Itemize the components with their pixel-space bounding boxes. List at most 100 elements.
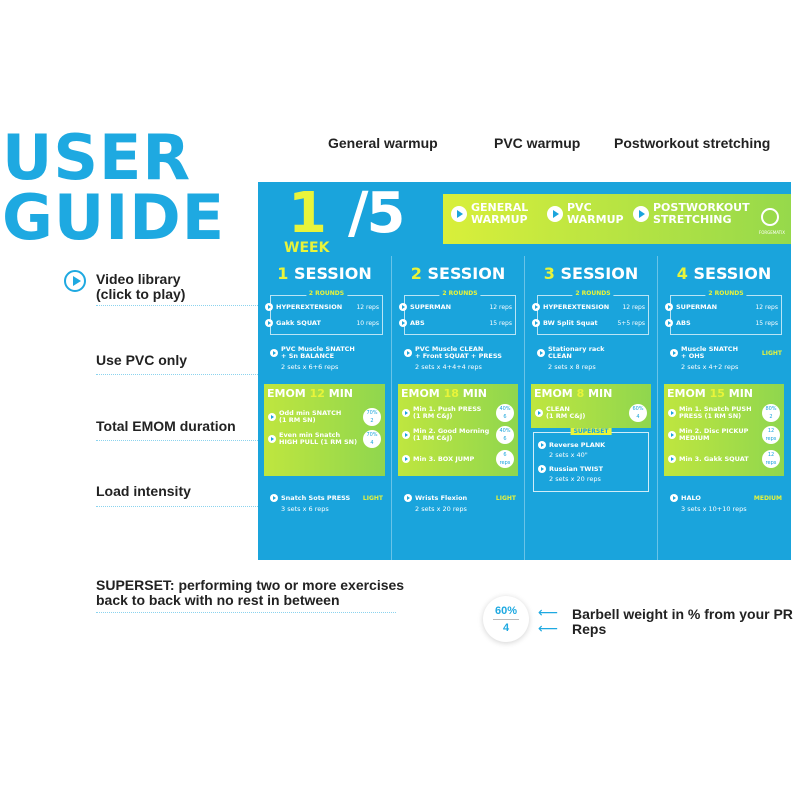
exercise-reps: 12 reps xyxy=(755,303,778,311)
exercise-name: SUPERMAN xyxy=(676,303,718,311)
emom-exercise[interactable]: CLEAN (1 RM C&J)60%4 xyxy=(535,404,647,422)
intensity-badge: 40%6 xyxy=(496,404,514,422)
play-icon[interactable] xyxy=(633,206,649,222)
exercise-name: SUPERMAN xyxy=(410,303,452,311)
play-icon[interactable] xyxy=(265,303,273,311)
exercise-name: Even min Snatch HIGH PULL (1 RM SN) xyxy=(279,431,358,446)
play-icon[interactable] xyxy=(404,494,412,502)
play-icon[interactable] xyxy=(538,465,546,473)
play-icon[interactable] xyxy=(532,303,540,311)
legend-percent: 60% xyxy=(494,605,518,617)
play-icon[interactable] xyxy=(404,349,412,357)
superset-exercise[interactable]: Russian TWIST 2 sets x 20 reps xyxy=(538,465,644,483)
play-icon[interactable] xyxy=(537,349,545,357)
play-icon[interactable] xyxy=(668,409,676,417)
emom-exercise[interactable]: Odd min SNATCH (1 RM SN)70%2 xyxy=(268,408,381,426)
total-emom-label: Total EMOM duration xyxy=(96,418,236,434)
pvc-warmup-text: PVC WARMUP xyxy=(567,201,624,226)
exercise-reps: 15 reps xyxy=(489,319,512,327)
session-title: 1 SESSION xyxy=(277,264,372,283)
intensity-badge: 70%4 xyxy=(363,430,381,448)
play-icon[interactable] xyxy=(270,494,278,502)
emom-exercise[interactable]: Min 2. Good Morning (1 RM C&J)40%6 xyxy=(402,426,514,444)
exercise-name: Min 1. Push PRESS (1 RM C&J) xyxy=(413,405,482,420)
play-icon[interactable] xyxy=(402,409,410,417)
exercise-name: PVC Muscle CLEAN + Front SQUAT + PRESS xyxy=(415,345,502,360)
pointer-line xyxy=(96,506,286,507)
play-icon[interactable] xyxy=(270,349,278,357)
play-icon[interactable] xyxy=(665,303,673,311)
play-icon[interactable] xyxy=(668,455,676,463)
exercise-name: PVC Muscle SNATCH + Sn BALANCE xyxy=(281,345,355,360)
play-icon[interactable] xyxy=(670,349,678,357)
play-icon[interactable] xyxy=(532,319,540,327)
exercise-reps: 10 reps xyxy=(356,319,379,327)
play-icon[interactable] xyxy=(265,319,273,327)
play-icon[interactable] xyxy=(451,206,467,222)
play-icon[interactable] xyxy=(399,303,407,311)
play-icon[interactable] xyxy=(402,431,410,439)
exercise-name: Reverse PLANK xyxy=(549,441,606,449)
pvc-warmup-label: PVC warmup xyxy=(494,135,581,151)
play-icon[interactable] xyxy=(547,206,563,222)
pointer-line xyxy=(96,612,396,613)
emom-exercise[interactable]: Even min Snatch HIGH PULL (1 RM SN) 70%4 xyxy=(268,430,381,448)
load-tag: MEDIUM xyxy=(753,494,782,502)
barbell-weight-label: Barbell weight in % from your PR xyxy=(572,606,793,622)
play-icon[interactable] xyxy=(668,431,676,439)
exercise-reps: 5+5 reps xyxy=(617,319,645,327)
play-icon[interactable] xyxy=(535,409,543,417)
week-number: 1 xyxy=(288,182,327,246)
play-icon[interactable] xyxy=(670,494,678,502)
rounds-label: 2 ROUNDS xyxy=(439,290,481,297)
legend-reps: 4 xyxy=(502,622,510,634)
load-tag: LIGHT xyxy=(761,349,782,357)
intensity-badge: 60%4 xyxy=(629,404,647,422)
play-icon[interactable] xyxy=(665,319,673,327)
exercise-name: Russian TWIST xyxy=(549,465,604,473)
play-icon[interactable] xyxy=(268,435,276,443)
play-icon[interactable] xyxy=(268,413,276,421)
stretching-video[interactable]: POSTWORKOUT STRETCHING xyxy=(633,202,750,226)
exercise-sets: 2 sets x 20 reps xyxy=(549,475,601,483)
pvc-warmup-video[interactable]: PVC WARMUP xyxy=(547,202,624,226)
emom-exercise[interactable]: Min 1. Snatch PUSH PRESS (1 RM SN)80%2 xyxy=(668,404,780,422)
play-icon[interactable] xyxy=(402,455,410,463)
general-warmup-video[interactable]: GENERAL WARMUP xyxy=(451,202,528,226)
exercise-row[interactable]: SUPERMAN 12 reps xyxy=(665,303,778,311)
play-icon[interactable] xyxy=(399,319,407,327)
superset-label: SUPERSET: performing two or more exercis… xyxy=(96,577,405,608)
emom-exercise[interactable]: Min 1. Push PRESS (1 RM C&J) 40%6 xyxy=(402,404,514,422)
play-icon[interactable] xyxy=(538,441,546,449)
arrow-left-icon: ⟵ xyxy=(538,605,559,621)
legend-divider xyxy=(493,619,519,620)
exercise-name: Min 2. Disc PICKUP MEDIUM xyxy=(679,427,749,442)
exercise-name: Min 1. Snatch PUSH PRESS (1 RM SN) xyxy=(679,405,752,420)
